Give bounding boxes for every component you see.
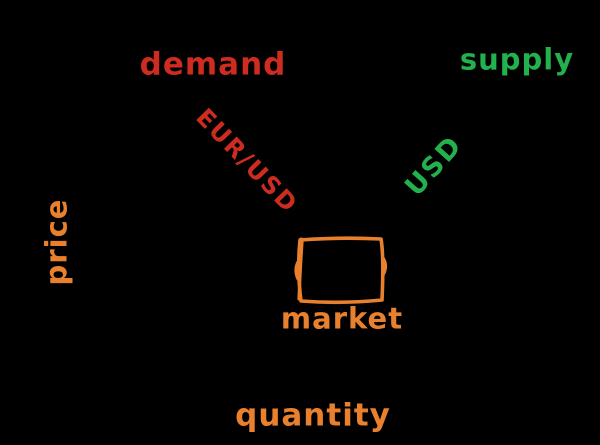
- demand-node-label: demand: [139, 46, 287, 83]
- market-box-stroke-1: [296, 236, 385, 305]
- market-box-stroke-2: [294, 237, 388, 301]
- market-box: [294, 236, 388, 305]
- supply-edge-label: USD: [399, 129, 469, 203]
- price-axis-label: price: [39, 198, 74, 286]
- supply-node-label: supply: [459, 42, 575, 77]
- quantity-axis-label: quantity: [235, 397, 391, 434]
- market-node-label: market: [280, 301, 404, 336]
- demand-edge-label: EUR/USD: [190, 103, 304, 219]
